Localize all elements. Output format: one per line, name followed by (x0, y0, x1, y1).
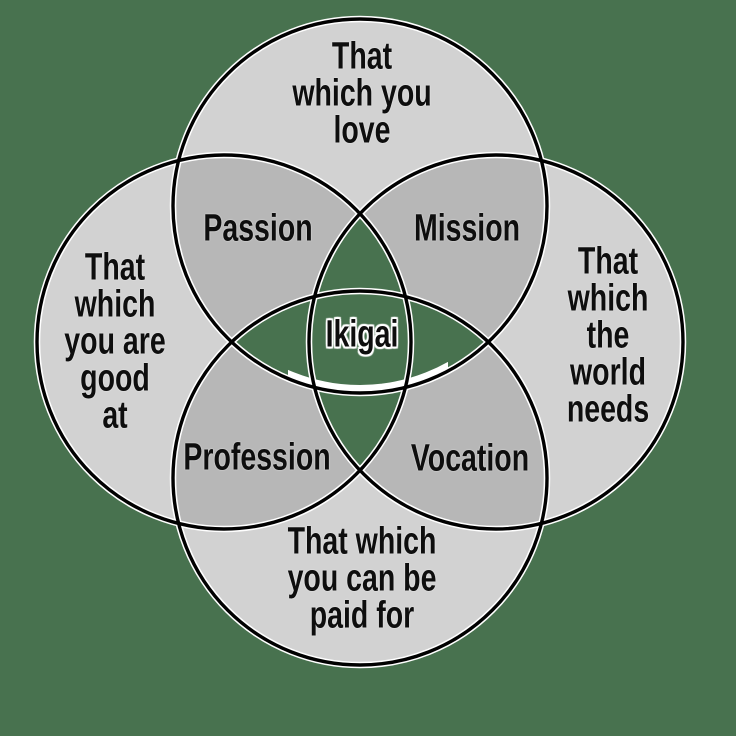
label-world-needs: That which the world needs (566, 240, 650, 431)
center-white-arc (288, 361, 448, 394)
circle-good-at-outline (35, 153, 413, 531)
label-ikigai: Ikigai (325, 313, 399, 356)
circle-world-needs-outline (307, 153, 685, 531)
label-paid-for: That which you can be paid for (287, 520, 437, 637)
label-mission: Mission (413, 207, 521, 250)
circle-paid-for-outline (171, 289, 549, 667)
label-good-at: That which you are good at (64, 246, 166, 437)
label-love: That which you love (292, 35, 432, 152)
label-passion: Passion (203, 207, 313, 250)
label-profession: Profession (183, 436, 331, 479)
circle-love-outline (171, 17, 549, 395)
label-vocation: Vocation (410, 437, 530, 480)
